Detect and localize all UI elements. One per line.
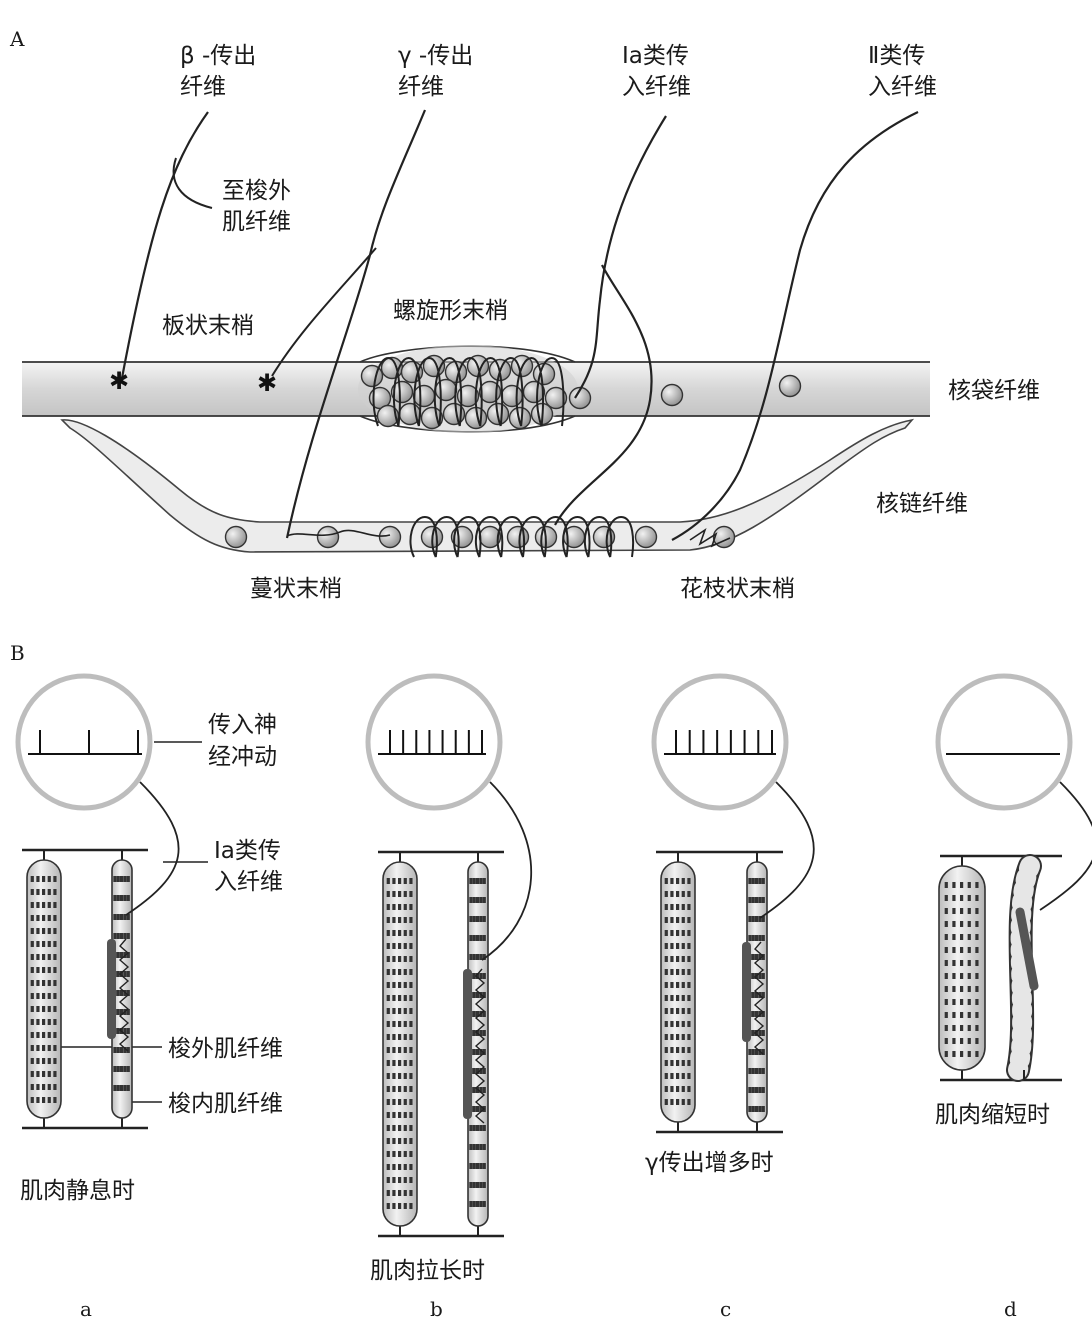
nuclear-chain-label: 核链纤维 [876, 491, 968, 517]
intrafusal-label: 梭内肌纤维 [168, 1091, 283, 1117]
nucleus [524, 382, 545, 403]
flower-spray-ending-label: 花枝状末梢 [680, 576, 795, 602]
state-letter: c [720, 1297, 731, 1321]
beta-efferent-label-1: β -传出 [180, 43, 256, 69]
ia-afferent-wire [482, 782, 531, 960]
spindle-state-a: 肌肉静息时 a [18, 676, 179, 1321]
beta-extrafusal-branch [174, 158, 212, 208]
gamma-efferent-label-1: γ -传出 [398, 43, 473, 69]
nucleus [362, 366, 383, 387]
ia-afferent-wire [126, 782, 179, 915]
ia-afferent-wire [760, 782, 814, 918]
gamma-plate-star-icon: ✱ [257, 369, 277, 397]
ia-afferent-label-2: 入纤维 [622, 74, 691, 100]
impulse-readout-circle [368, 676, 500, 808]
plate-ending-star-icon: ✱ [109, 367, 129, 395]
ia-afferent-label-1: Ia类传 [622, 43, 689, 69]
nucleus [508, 527, 529, 548]
nucleus [636, 527, 657, 548]
impulse-readout-circle [938, 676, 1070, 808]
panel-b-letter: B [10, 641, 25, 665]
ii-afferent-label-2: 入纤维 [868, 74, 937, 100]
extrafusal-label: 梭外肌纤维 [168, 1036, 283, 1062]
beta-efferent-label-2: 纤维 [180, 74, 226, 100]
ia-afferent-b-label-1: Ia类传 [214, 838, 281, 864]
nucleus [436, 380, 457, 401]
ii-afferent-label-1: Ⅱ类传 [868, 43, 925, 69]
state-letter: a [80, 1297, 92, 1321]
state-letter: b [430, 1297, 443, 1321]
ia-afferent-fiber [575, 116, 666, 398]
ii-afferent-fiber [672, 112, 918, 540]
nucleus [780, 376, 801, 397]
equatorial-region [463, 969, 472, 1119]
gamma-plate-branch [272, 248, 376, 376]
ia-afferent-wire [1040, 782, 1092, 910]
to-extrafusal-label-1: 至梭外 [222, 178, 291, 204]
impulse-readout-circle [18, 676, 150, 808]
nucleus [226, 527, 247, 548]
nucleus [414, 386, 435, 407]
panel-a-letter: A [9, 27, 25, 51]
spiral-ending-label: 螺旋形末梢 [393, 298, 508, 324]
nucleus [380, 527, 401, 548]
equatorial-region [107, 939, 116, 1039]
state-letter: d [1004, 1297, 1017, 1321]
impulse-readout-circle [654, 676, 786, 808]
afferent-impulse-label-2: 经冲动 [208, 744, 277, 770]
state-caption: 肌肉静息时 [20, 1178, 135, 1204]
nucleus [502, 386, 523, 407]
state-caption: 肌肉缩短时 [935, 1102, 1050, 1128]
nucleus [318, 527, 339, 548]
trail-ending-label: 蔓状末梢 [250, 576, 342, 602]
gamma-efferent-fiber [287, 110, 425, 538]
gamma-efferent-label-2: 纤维 [398, 74, 444, 100]
to-extrafusal-label-2: 肌纤维 [222, 209, 291, 235]
panel-b-states: 肌肉静息时 a 肌肉拉长时 b γ传出增多时 c 肌肉缩短时 d [18, 676, 1092, 1321]
extrafusal-fiber [661, 862, 695, 1122]
extrafusal-fiber [27, 860, 61, 1118]
ia-afferent-b-label-2: 入纤维 [214, 869, 283, 895]
spindle-state-d: 肌肉缩短时 d [935, 676, 1092, 1321]
extrafusal-fiber [383, 862, 417, 1226]
spindle-state-b: 肌肉拉长时 b [368, 676, 531, 1321]
plate-ending-label: 板状末梢 [162, 313, 254, 339]
equatorial-region [742, 942, 751, 1042]
afferent-impulse-label-1: 传入神 [208, 712, 277, 738]
nucleus [662, 385, 683, 406]
state-caption: 肌肉拉长时 [370, 1258, 485, 1284]
nuclear-bag-label: 核袋纤维 [948, 378, 1040, 404]
state-caption: γ传出增多时 [645, 1150, 774, 1176]
spindle-state-c: γ传出增多时 c [645, 676, 814, 1321]
